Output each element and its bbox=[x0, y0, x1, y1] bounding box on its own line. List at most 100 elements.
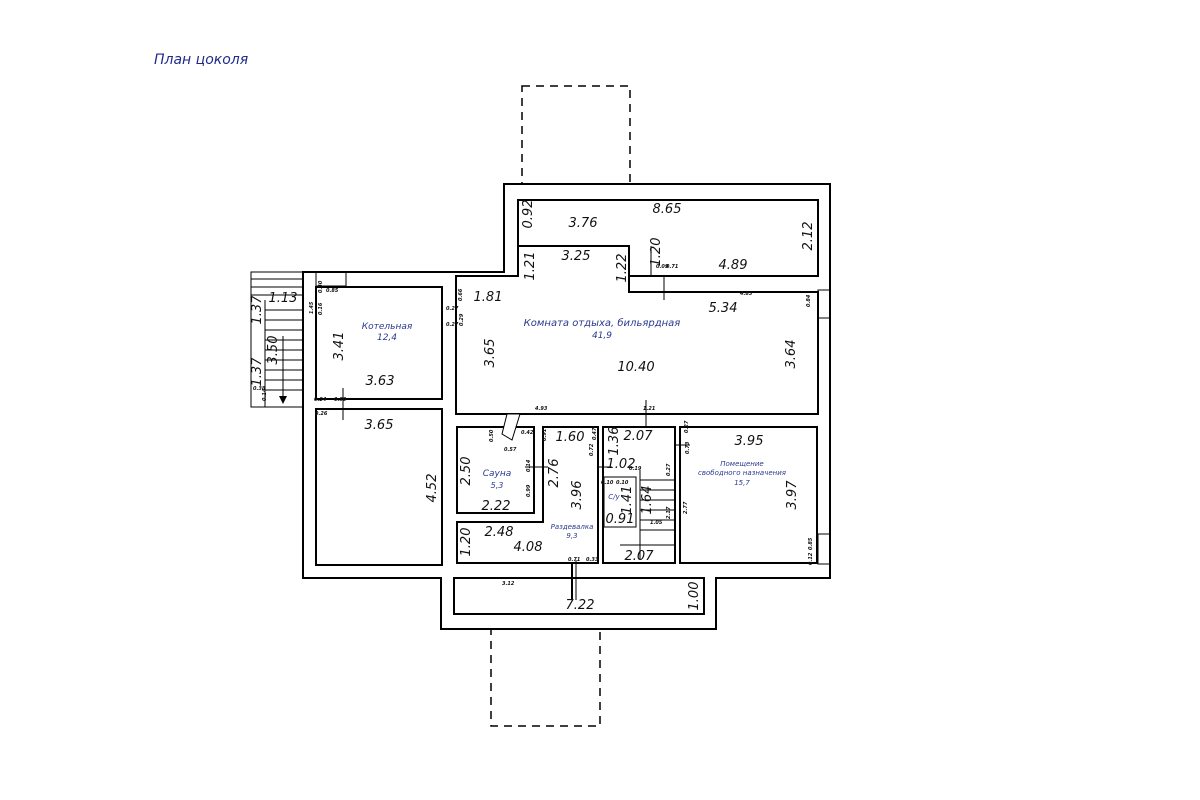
dim: 2.22 bbox=[482, 499, 511, 514]
room-area-boiler: 12,4 bbox=[377, 333, 397, 343]
dim: 2.76 bbox=[547, 459, 562, 488]
dim: 1.22 bbox=[615, 254, 630, 283]
dim: 3.76 bbox=[569, 216, 598, 231]
dim: 1.41 bbox=[620, 486, 635, 515]
wc-room bbox=[603, 476, 637, 528]
dim: 1.05 bbox=[650, 520, 663, 526]
dim: 0.27 bbox=[684, 420, 690, 433]
bottom-porch-outline bbox=[490, 628, 601, 727]
dim: 2.07 bbox=[624, 429, 654, 444]
inner-stair bbox=[620, 470, 675, 560]
left-stair bbox=[250, 271, 304, 408]
dim: 0.91 bbox=[542, 429, 548, 441]
changing-room bbox=[456, 426, 599, 564]
dim: 1.02 bbox=[607, 457, 636, 472]
dim: 0.14 bbox=[526, 459, 532, 472]
dim: 7.22 bbox=[566, 598, 595, 613]
dim: 0.10 bbox=[601, 480, 614, 486]
dim: 4.52 bbox=[425, 474, 440, 503]
dim: 1.81 bbox=[474, 290, 503, 305]
dim: 3.63 bbox=[366, 374, 395, 389]
room-name-free-2: свободного назначения bbox=[698, 469, 786, 477]
dim: 0.84 bbox=[806, 294, 812, 307]
dim: 0.26 bbox=[315, 411, 328, 417]
dim: 1.37 bbox=[250, 295, 265, 325]
dim: 3.50 bbox=[266, 336, 281, 365]
room-area-sauna: 5,3 bbox=[491, 481, 504, 490]
dim: 1.13 bbox=[269, 291, 298, 306]
dim: 0.66 bbox=[458, 288, 464, 301]
room-name-free-1: Помещение bbox=[720, 460, 763, 468]
dim: 0.33 bbox=[586, 557, 599, 563]
dim: 4.08 bbox=[514, 540, 543, 555]
dim: 0.27 bbox=[446, 322, 459, 328]
dim: 3.25 bbox=[562, 249, 591, 264]
room-name-boiler: Котельная bbox=[362, 322, 413, 332]
dim: 0.29 bbox=[459, 313, 465, 326]
lounge-room bbox=[455, 245, 819, 415]
free-room bbox=[679, 426, 818, 564]
dim: 0.92 bbox=[521, 200, 536, 229]
wc-block bbox=[602, 426, 676, 564]
dim: 1.20 bbox=[649, 238, 664, 267]
dim: 0.16 bbox=[318, 302, 324, 315]
dim: 8.65 bbox=[653, 202, 682, 217]
dim: 0.85 bbox=[808, 537, 814, 550]
dim: 0.72 bbox=[589, 443, 595, 456]
dim: 4.89 bbox=[719, 258, 748, 273]
dim: 0.10 bbox=[616, 480, 629, 486]
boiler-room bbox=[315, 286, 443, 400]
dim: 3.64 bbox=[784, 340, 799, 369]
plan-title: План цоколя bbox=[154, 52, 249, 68]
dim: 1.37 bbox=[250, 357, 265, 387]
dim: 2.48 bbox=[485, 525, 514, 540]
dim: 3.65 bbox=[483, 339, 498, 368]
dim: 2.17 bbox=[666, 506, 672, 519]
dim: 0.30 bbox=[318, 280, 324, 293]
sauna-room bbox=[456, 426, 535, 514]
dim: 4.93 bbox=[535, 406, 548, 412]
dim: 1.64 bbox=[640, 486, 655, 515]
dim: 3.41 bbox=[332, 332, 347, 361]
dim: 0.14 bbox=[262, 388, 268, 401]
dim: 0.09 bbox=[656, 264, 669, 270]
dim: 0.91 bbox=[606, 512, 635, 527]
dim: 0.73 bbox=[685, 441, 691, 454]
dim: 0.57 bbox=[504, 447, 517, 453]
dim: 0.71 bbox=[568, 557, 580, 563]
dim: 0.24 bbox=[314, 397, 327, 403]
dim: 2.50 bbox=[459, 457, 474, 486]
dim: 1.45 bbox=[309, 301, 315, 314]
dim: 1.20 bbox=[459, 528, 474, 557]
dim: 4.83 bbox=[740, 291, 753, 297]
dim: 1.60 bbox=[556, 430, 585, 445]
dim: 0.38 bbox=[253, 386, 266, 392]
dim: 0.19 bbox=[629, 466, 642, 472]
dim: 3.96 bbox=[570, 481, 585, 510]
dim: 3.65 bbox=[365, 418, 394, 433]
dim: 0.27 bbox=[666, 463, 672, 476]
room-name-lounge: Комната отдыха, бильярдная bbox=[524, 317, 681, 329]
dim: 0.71 bbox=[666, 264, 678, 270]
dim: 0.85 bbox=[326, 288, 339, 294]
dim: 10.40 bbox=[617, 360, 654, 375]
dim: 1.21 bbox=[643, 406, 655, 412]
dim: 0.27 bbox=[446, 306, 459, 312]
room-name-wc: С/у bbox=[608, 493, 620, 501]
dim: 0.90 bbox=[334, 397, 347, 403]
storage-room bbox=[315, 408, 443, 566]
dim: 3.12 bbox=[502, 581, 515, 587]
dim: 2.12 bbox=[801, 222, 816, 251]
dim: 0.47 bbox=[592, 427, 598, 440]
dim: 1.00 bbox=[687, 582, 702, 611]
dim: 0.42 bbox=[521, 430, 534, 436]
dim: 5.34 bbox=[709, 301, 738, 316]
dim: 0.99 bbox=[526, 484, 532, 497]
dim: 2.77 bbox=[683, 501, 689, 514]
dim: 1.21 bbox=[523, 252, 538, 281]
bottom-terrace bbox=[453, 577, 705, 615]
dim: 0.12 bbox=[808, 552, 814, 565]
room-area-free: 15,7 bbox=[734, 479, 750, 487]
dim: 2.07 bbox=[625, 549, 655, 564]
